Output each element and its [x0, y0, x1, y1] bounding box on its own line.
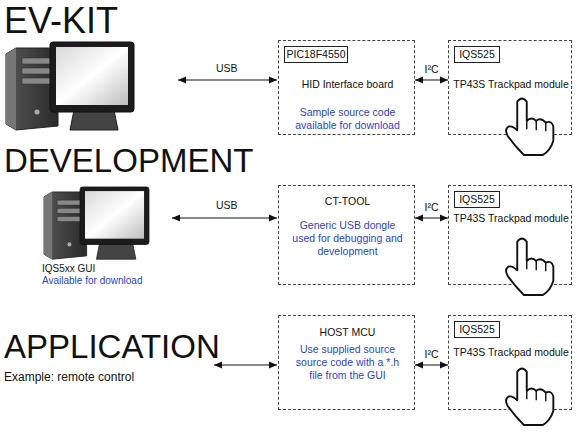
- arrow-head: [415, 77, 423, 84]
- bus-label: I²C: [425, 63, 439, 75]
- hand-illustration: [506, 98, 553, 155]
- software-note: Available for download: [42, 275, 142, 287]
- tool-box: CT-TOOL Generic USB dongle used for debug…: [278, 185, 415, 285]
- chip-box: IQS525: [454, 46, 500, 63]
- tool-name: CT-TOOL: [285, 195, 410, 208]
- computer-illustration: [44, 187, 149, 259]
- host-box: HOST MCU Use supplied source source code …: [278, 315, 415, 410]
- bus-label: USB: [216, 62, 238, 74]
- module-box: TP43S Trackpad module IQS525: [448, 40, 572, 135]
- chip-box: IQS525: [454, 191, 500, 208]
- arrow-head: [415, 215, 423, 222]
- arrow-head: [440, 362, 448, 369]
- bus-connector: [415, 77, 448, 84]
- arrow-head: [440, 77, 448, 84]
- section-heading: EV-KIT: [4, 0, 118, 41]
- arrow-head: [415, 362, 423, 369]
- module-name: TP43S Trackpad module: [452, 78, 570, 91]
- host-wire: [214, 362, 277, 369]
- bus-label: USB: [216, 199, 238, 211]
- connector-line: [415, 218, 448, 219]
- module-name: TP43S Trackpad module: [452, 212, 570, 225]
- module-box: TP43S Trackpad module IQS525: [448, 315, 572, 410]
- chip-name: PIC18F4550: [285, 47, 347, 61]
- chip-box: IQS525: [454, 321, 500, 338]
- module-box: TP43S Trackpad module IQS525: [448, 185, 572, 285]
- host-name: HOST MCU: [285, 326, 410, 339]
- tool-note: Generic USB dongle used for debugging an…: [289, 219, 406, 258]
- hand-illustration: [506, 238, 553, 295]
- board-note: Sample source code available for downloa…: [287, 106, 408, 132]
- chip-name: IQS525: [455, 192, 499, 206]
- software-name: IQS5xx GUI: [42, 263, 95, 275]
- connector-line: [415, 365, 448, 366]
- chip-box: PIC18F4550: [284, 46, 348, 63]
- bus-connector: [415, 362, 448, 369]
- section-heading: APPLICATION: [4, 328, 220, 366]
- section-heading: DEVELOPMENT: [4, 142, 253, 180]
- host-note: Use supplied source source code with a *…: [289, 343, 406, 382]
- bus-label: I²C: [425, 201, 439, 213]
- usb-wire: [178, 77, 277, 84]
- hand-illustration: [506, 368, 553, 425]
- arrow-head: [440, 215, 448, 222]
- connector-line: [415, 80, 448, 81]
- bus-connector: [415, 215, 448, 222]
- board-name: HID Interface board: [285, 78, 410, 91]
- usb-wire: [172, 215, 277, 222]
- board-box: HID Interface boardSample source code av…: [278, 40, 415, 135]
- bus-label: I²C: [425, 348, 439, 360]
- chip-name: IQS525: [455, 47, 499, 61]
- module-name: TP43S Trackpad module: [452, 346, 570, 359]
- chip-name: IQS525: [455, 322, 499, 336]
- computer-illustration: [6, 42, 134, 130]
- example-note: Example: remote control: [4, 370, 134, 384]
